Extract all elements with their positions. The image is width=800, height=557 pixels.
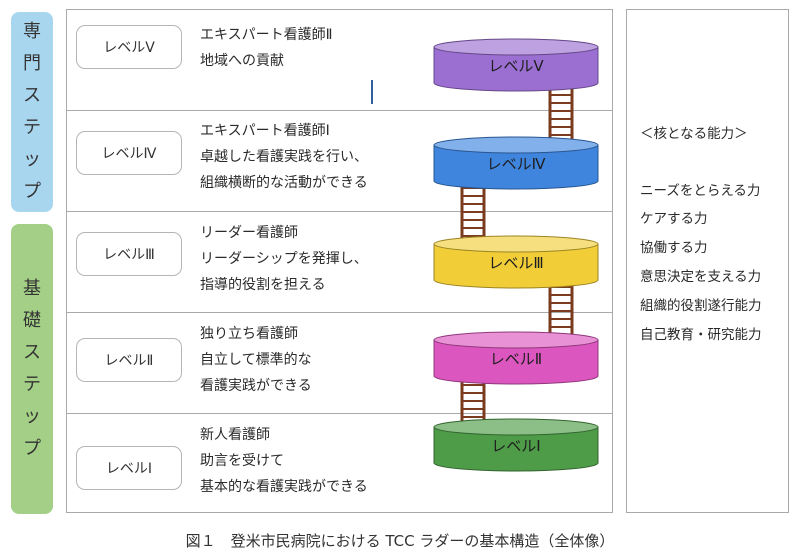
senmon-char: テ	[23, 117, 41, 138]
cylinder-label: レベルⅤ	[488, 57, 544, 75]
row-divider	[66, 312, 613, 313]
desc-line: 看護実践ができる	[200, 378, 312, 394]
row-divider	[66, 413, 613, 414]
level-2-label: レベルⅡ	[76, 338, 182, 382]
level-4-label: レベルⅣ	[76, 131, 182, 175]
level-3-label: レベルⅢ	[76, 232, 182, 276]
senmon-char: 門	[23, 53, 41, 74]
senmon-char: プ	[23, 181, 41, 202]
kiso-char: テ	[23, 374, 41, 395]
kiso-char: 基	[23, 278, 41, 299]
desc-line: 組織横断的な活動ができる	[200, 175, 368, 191]
ability-item: ケアする力	[640, 211, 708, 227]
level-1-description: 新人看護師 助言を受けて 基本的な看護実践ができる	[200, 422, 368, 500]
level-cylinder: レベルⅠ	[433, 418, 599, 472]
kiso-char: ス	[23, 342, 41, 363]
senmon-char: ス	[23, 85, 41, 106]
desc-line: 助言を受けて	[200, 453, 284, 469]
desc-line: リーダー看護師	[200, 225, 298, 241]
ability-item: 自己教育・研究能力	[640, 327, 762, 343]
level-1-label: レベルⅠ	[76, 446, 182, 490]
level-cylinder: レベルⅡ	[433, 331, 599, 385]
desc-line: エキスパート看護師Ⅱ	[200, 27, 333, 43]
row-divider	[66, 110, 613, 111]
desc-line: リーダーシップを発揮し、	[200, 251, 368, 267]
figure-caption: 図１ 登米市民病院における TCC ラダーの基本構造（全体像）	[185, 532, 615, 550]
cylinder-label: レベルⅠ	[491, 437, 540, 455]
kiso-char: ッ	[23, 406, 41, 427]
cylinder-label: レベルⅢ	[488, 254, 543, 272]
level-3-description: リーダー看護師 リーダーシップを発揮し、 指導的役割を担える	[200, 220, 368, 298]
ladder	[460, 183, 486, 241]
level-cylinder: レベルⅤ	[433, 38, 599, 92]
abilities-panel	[626, 9, 789, 513]
desc-line: 卓越した看護実践を行い、	[200, 149, 368, 165]
ability-item: 組織的役割遂行能力	[640, 298, 762, 314]
level-5-label: レベルⅤ	[76, 25, 182, 69]
level-4-description: エキスパート看護師Ⅰ 卓越した看護実践を行い、 組織横断的な活動ができる	[200, 118, 368, 196]
desc-line: 独り立ち看護師	[200, 326, 298, 342]
ladder	[548, 82, 574, 140]
desc-line: 地域への貢献	[200, 53, 284, 69]
ability-item: 協働する力	[640, 240, 708, 256]
desc-line: 基本的な看護実践ができる	[200, 479, 368, 495]
level-cylinder: レベルⅢ	[433, 235, 599, 289]
cylinder-label: レベルⅡ	[490, 350, 542, 368]
level-2-description: 独り立ち看護師 自立して標準的な 看護実践ができる	[200, 321, 312, 399]
senmon-char: ッ	[23, 149, 41, 170]
desc-line: エキスパート看護師Ⅰ	[200, 123, 330, 139]
cylinder-label: レベルⅣ	[487, 155, 546, 173]
kiso-step-tab: 基 礎 ス テ ッ プ	[11, 224, 53, 514]
ability-item: ニーズをとらえる力	[640, 183, 761, 199]
desc-line: 自立して標準的な	[200, 352, 312, 368]
row-divider	[66, 211, 613, 212]
level-5-description: エキスパート看護師Ⅱ 地域への貢献	[200, 22, 332, 74]
ability-item: 意思決定を支える力	[640, 269, 762, 285]
kiso-char: 礎	[23, 310, 41, 331]
level-cylinder: レベルⅣ	[433, 136, 599, 190]
desc-line: 指導的役割を担える	[200, 277, 326, 293]
senmon-step-tab: 専 門 ス テ ッ プ	[11, 12, 53, 212]
desc-line: 新人看護師	[200, 427, 270, 443]
kiso-char: プ	[23, 438, 41, 459]
abilities-heading: ＜核となる能力＞	[640, 126, 748, 142]
senmon-char: 専	[23, 21, 41, 42]
text-cursor-mark	[371, 80, 373, 104]
